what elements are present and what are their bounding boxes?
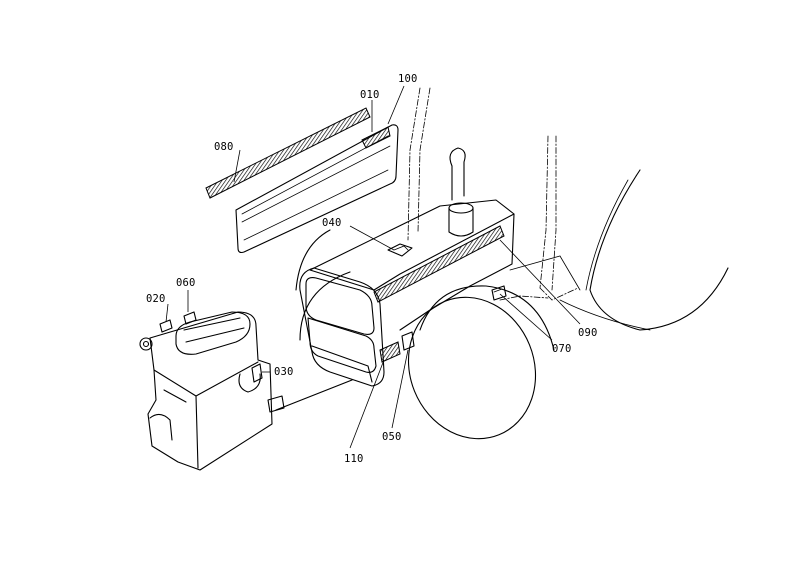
cab-frame — [407, 87, 729, 331]
side-panel-010 — [235, 124, 399, 254]
callout-080: 080 — [214, 141, 234, 153]
leader-lines — [165, 85, 581, 449]
stripe-decal-080 — [205, 107, 371, 199]
callout-labels: 010 020 030 040 050 060 070 080 090 100 … — [146, 73, 598, 465]
callout-070: 070 — [552, 343, 572, 355]
callout-110: 110 — [344, 453, 364, 465]
front-wheel — [295, 229, 555, 440]
callout-050: 050 — [382, 431, 402, 443]
callout-030: 030 — [274, 366, 294, 378]
hood-assembly — [299, 199, 515, 387]
exhaust-pipe — [448, 147, 474, 237]
callout-060: 060 — [176, 277, 196, 289]
callout-040: 040 — [322, 217, 342, 229]
callout-020: 020 — [146, 293, 166, 305]
engine-block — [139, 311, 353, 471]
callout-090: 090 — [578, 327, 598, 339]
callout-100: 100 — [398, 73, 418, 85]
callout-010: 010 — [360, 89, 380, 101]
